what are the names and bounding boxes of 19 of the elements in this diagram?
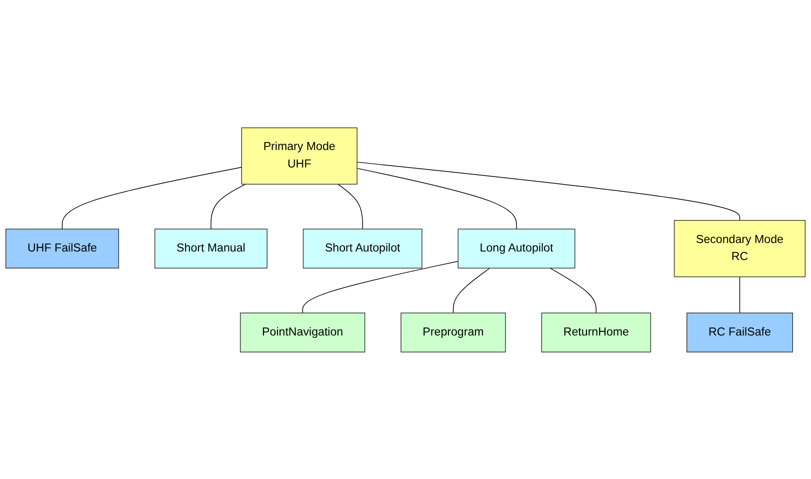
node-box: Long Autopilot xyxy=(458,228,576,268)
node-box: ReturnHome xyxy=(541,312,652,352)
node-box: Preprogram xyxy=(400,312,506,352)
connector xyxy=(452,267,490,313)
node-box: Secondary Mode RC xyxy=(674,220,806,277)
connector xyxy=(739,276,740,313)
node-box: Short Manual xyxy=(154,228,268,268)
connector xyxy=(550,267,597,313)
node-box: PointNavigation xyxy=(240,312,366,352)
node-box: RC FailSafe xyxy=(686,312,793,352)
connector xyxy=(356,161,740,220)
connector xyxy=(210,183,246,230)
connector xyxy=(302,260,458,313)
connector xyxy=(356,168,517,230)
node-box: UHF FailSafe xyxy=(5,228,120,268)
node-box: Primary Mode UHF xyxy=(241,127,358,184)
connector xyxy=(62,166,242,230)
node-box: Short Autopilot xyxy=(302,228,422,268)
connector xyxy=(338,183,363,230)
